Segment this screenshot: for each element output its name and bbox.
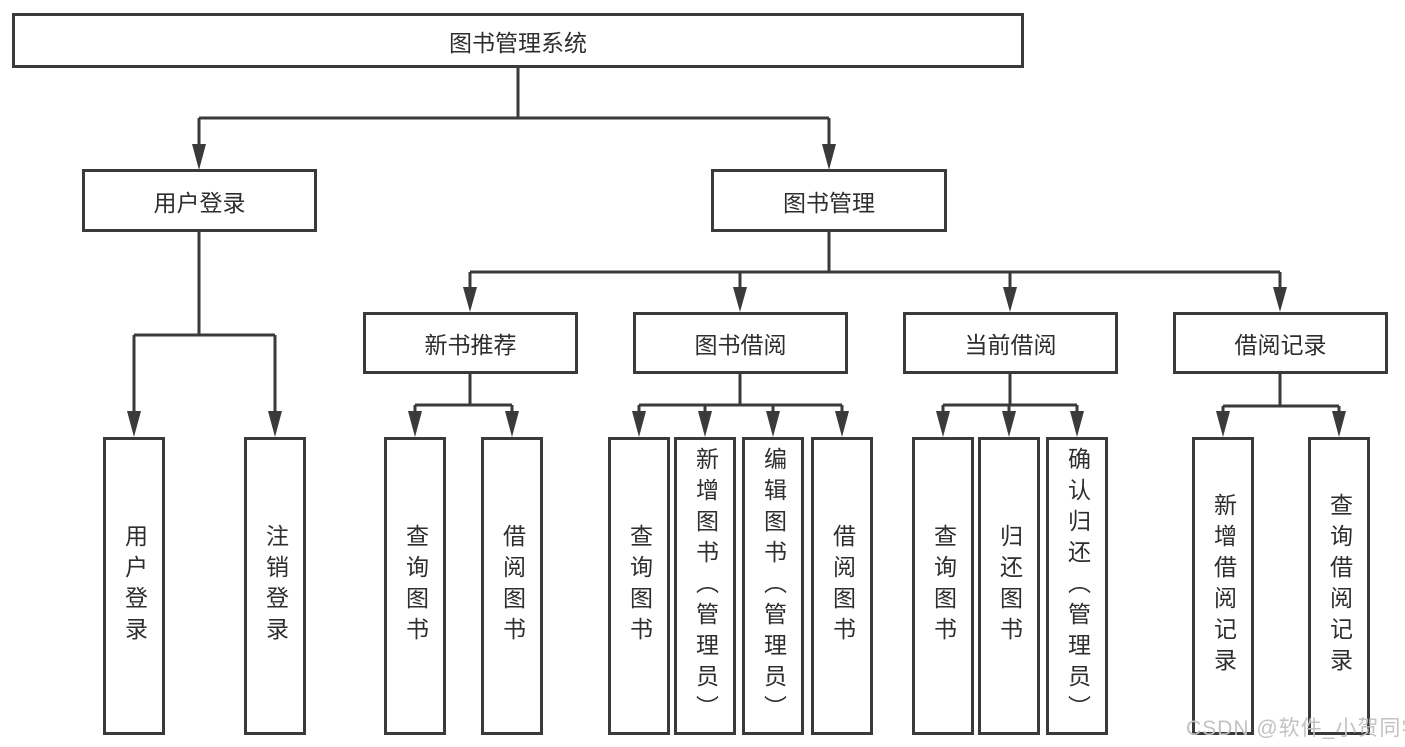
node-borrowing-records: 借阅记录 <box>1173 312 1388 374</box>
leaf-query-books-current-label: 查询图书 <box>930 524 957 648</box>
leaf-borrow-books-recommend: 借阅图书 <box>481 437 543 735</box>
node-new-book-recommendation-label: 新书推荐 <box>424 332 517 358</box>
leaf-logout-label: 注销登录 <box>262 524 289 648</box>
leaf-return-books-label: 归还图书 <box>996 524 1023 648</box>
leaf-borrow-books-recommend-label: 借阅图书 <box>499 524 526 648</box>
leaf-add-borrow-record-label: 新增借阅记录 <box>1210 493 1237 679</box>
node-book-management-label: 图书管理 <box>783 189 875 216</box>
node-user-login: 用户登录 <box>82 169 317 232</box>
leaf-edit-books-admin-label: 编辑图书（管理员） <box>760 446 787 726</box>
node-current-borrowing-label: 当前借阅 <box>964 332 1057 358</box>
leaf-borrow-books-borrowing: 借阅图书 <box>811 437 873 735</box>
node-book-management: 图书管理 <box>711 169 947 232</box>
leaf-query-books-recommend: 查询图书 <box>384 437 446 735</box>
node-root: 图书管理系统 <box>12 13 1024 68</box>
node-new-book-recommendation: 新书推荐 <box>363 312 578 374</box>
node-borrowing-records-label: 借阅记录 <box>1234 332 1327 358</box>
leaf-user-login: 用户登录 <box>103 437 165 735</box>
leaf-user-login-label: 用户登录 <box>121 524 148 648</box>
leaf-query-books-recommend-label: 查询图书 <box>402 524 429 648</box>
leaf-query-borrow-record-label: 查询借阅记录 <box>1326 493 1353 679</box>
leaf-borrow-books-borrowing-label: 借阅图书 <box>829 524 856 648</box>
leaf-query-books-borrowing: 查询图书 <box>608 437 670 735</box>
leaf-edit-books-admin: 编辑图书（管理员） <box>742 437 804 735</box>
leaf-query-books-borrowing-label: 查询图书 <box>626 524 653 648</box>
watermark: CSDN @软件_小贺同学 <box>1186 717 1405 740</box>
leaf-query-borrow-record: 查询借阅记录 <box>1308 437 1370 735</box>
leaf-add-books-admin-label: 新增图书（管理员） <box>692 446 719 726</box>
leaf-add-borrow-record: 新增借阅记录 <box>1192 437 1254 735</box>
leaf-query-books-current: 查询图书 <box>912 437 974 735</box>
node-book-borrowing: 图书借阅 <box>633 312 848 374</box>
node-user-login-label: 用户登录 <box>153 189 246 216</box>
leaf-confirm-return-admin-label: 确认归还（管理员） <box>1064 446 1091 726</box>
leaf-return-books: 归还图书 <box>978 437 1040 735</box>
node-book-borrowing-label: 图书借阅 <box>694 332 787 358</box>
node-current-borrowing: 当前借阅 <box>903 312 1118 374</box>
leaf-logout: 注销登录 <box>244 437 306 735</box>
leaf-add-books-admin: 新增图书（管理员） <box>674 437 736 735</box>
leaf-confirm-return-admin: 确认归还（管理员） <box>1046 437 1108 735</box>
node-root-label: 图书管理系统 <box>449 29 587 56</box>
